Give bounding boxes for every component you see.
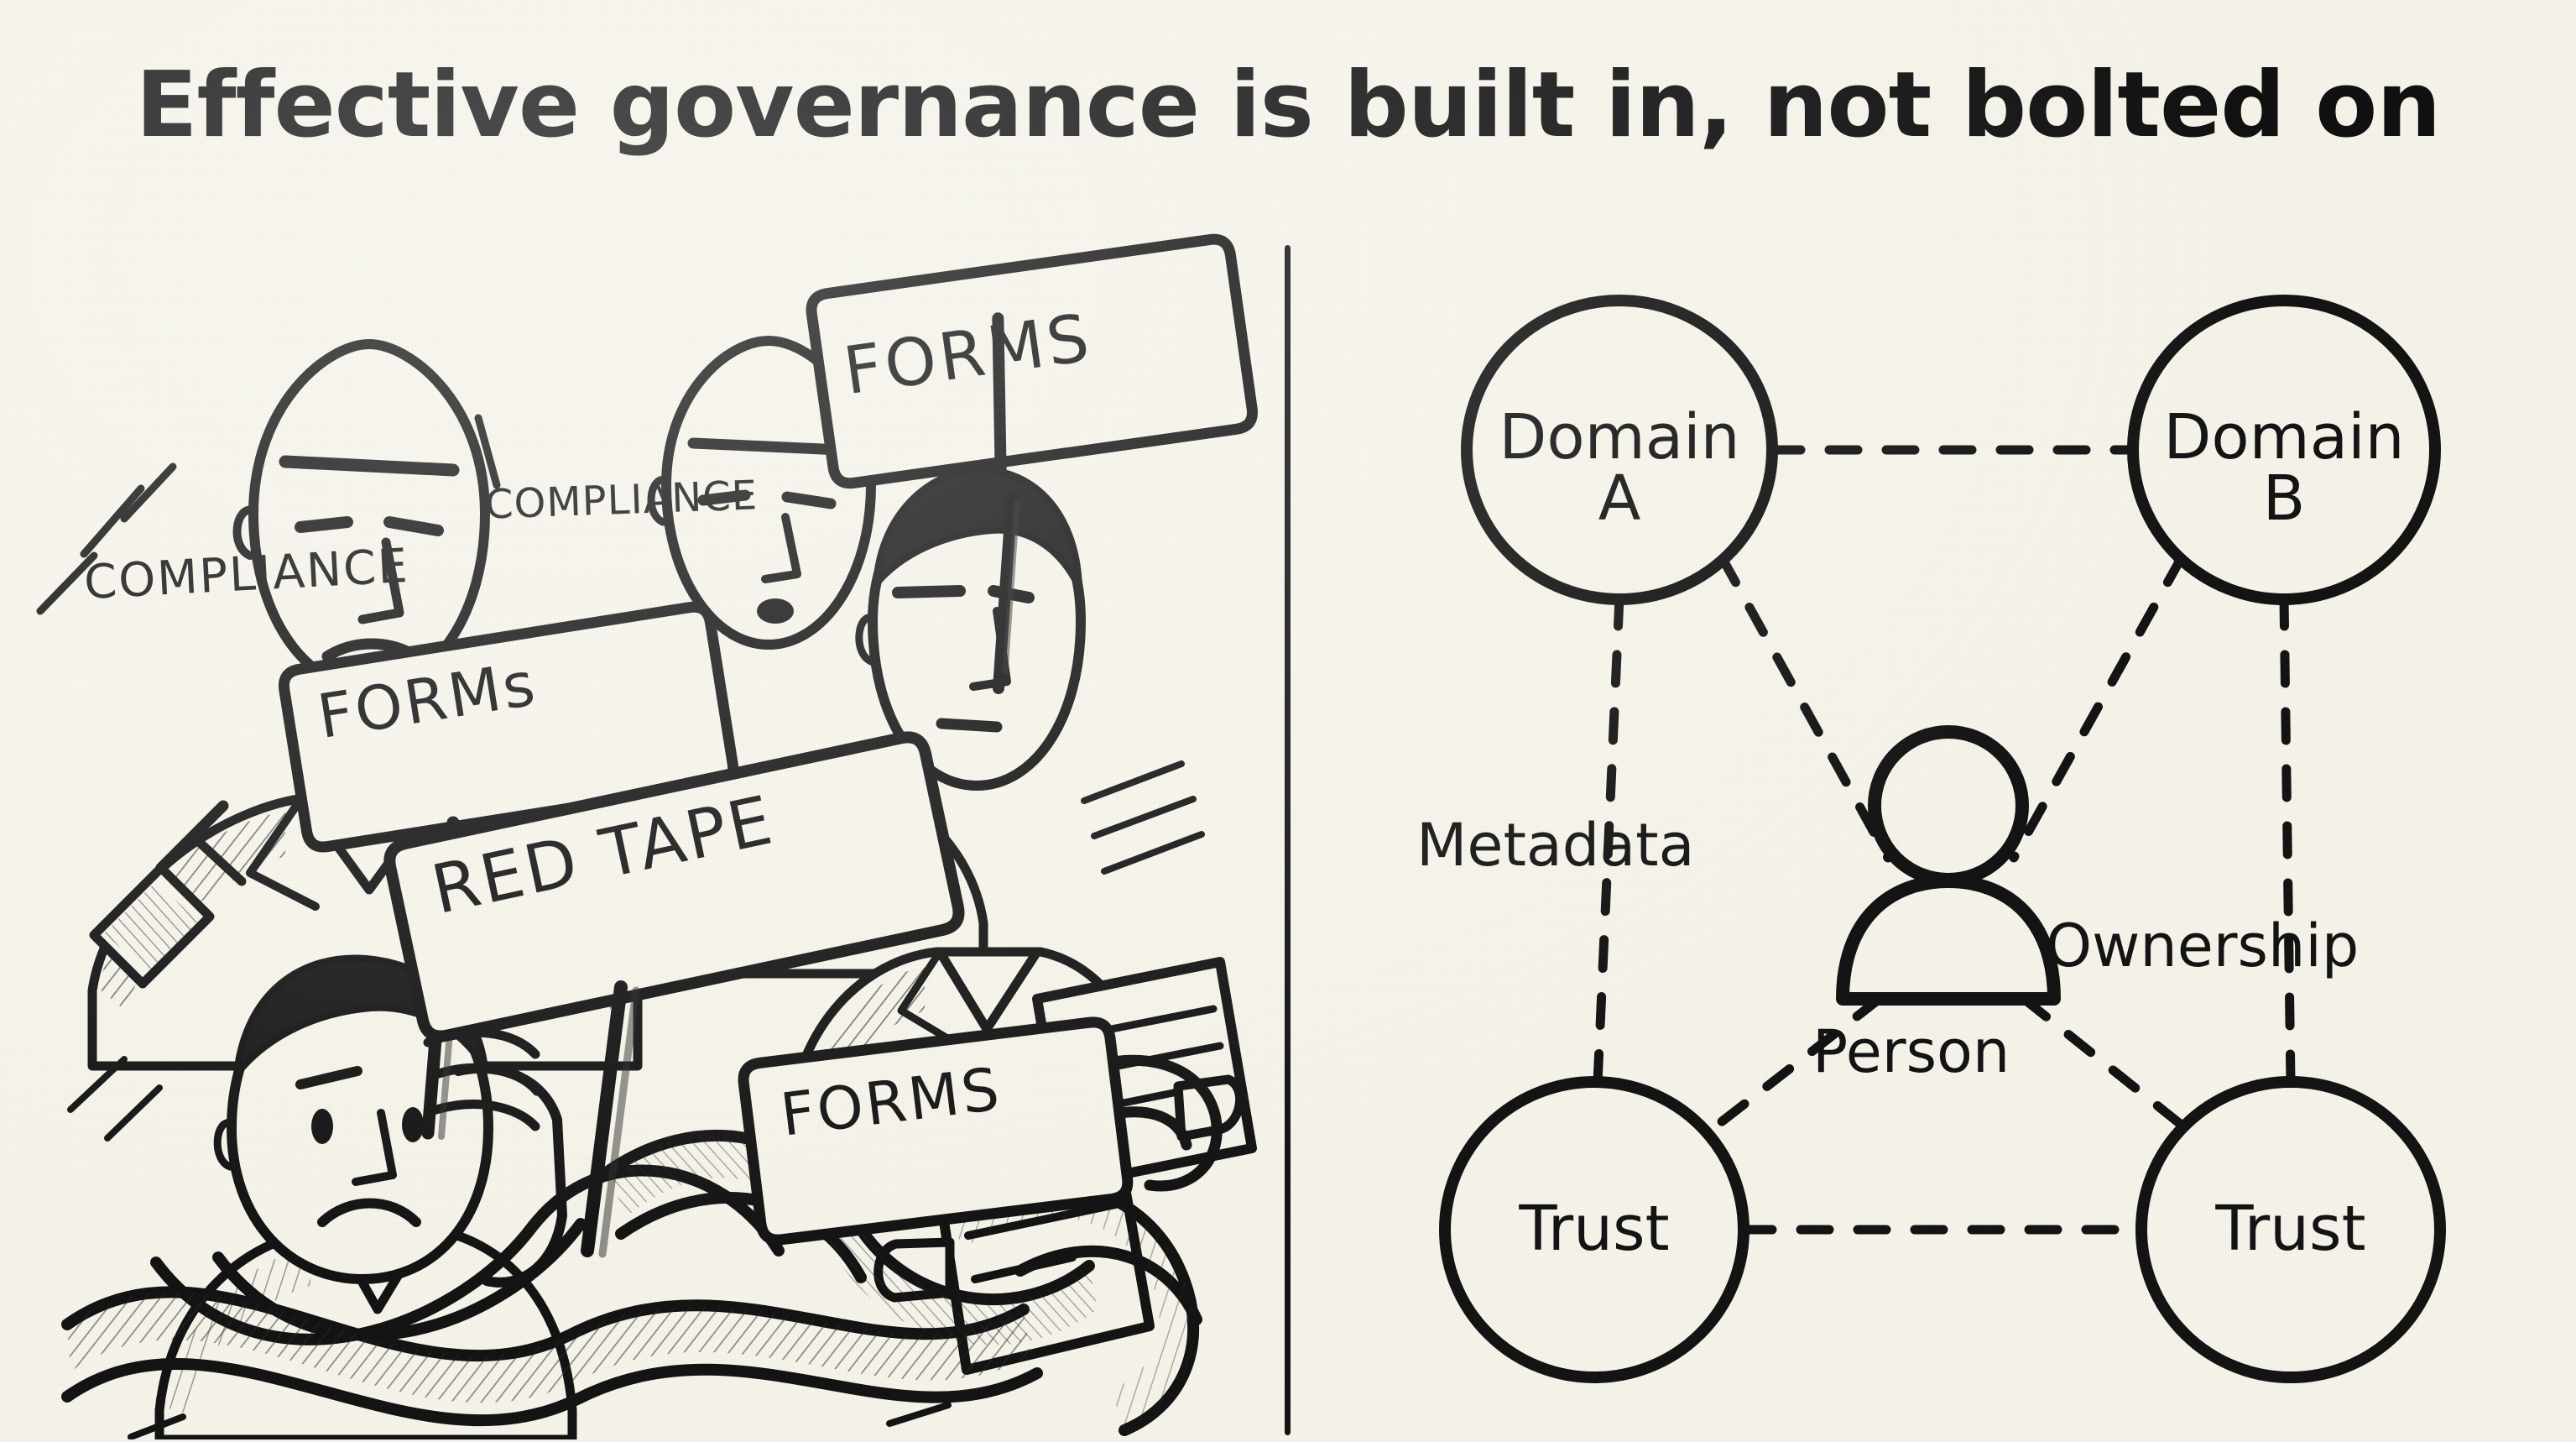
- sign-forms-bottom: [738, 1016, 1134, 1246]
- edge-person-trust-right: [2019, 994, 2197, 1138]
- stress-lines-left-lower: [67, 1056, 163, 1142]
- stress-lines-upper-left: [36, 462, 177, 615]
- sign-forms-top: [806, 233, 1258, 489]
- stress-lines-right: [1081, 760, 1205, 875]
- page-title: Effective governance is built in, not bo…: [135, 53, 2441, 158]
- forms-sign-post-top: [993, 489, 1020, 694]
- edge-domain-b-person: [2009, 552, 2187, 863]
- red-tape-scene-svg: [36, 233, 1258, 1439]
- panel-divider: [1285, 245, 1291, 1435]
- edge-domain-b-trust-right: [2279, 593, 2296, 1088]
- sign-red-tape: [383, 731, 965, 1042]
- sign-red-tape-post: [581, 980, 640, 1258]
- right-diagram-panel: Domain A Domain B Trust Trust Metadata O…: [1343, 218, 2551, 1439]
- edge-person-trust-left: [1693, 994, 1885, 1145]
- edge-domain-a-person: [1717, 552, 1893, 863]
- governance-graph-svg: [1439, 295, 2446, 1383]
- edge-domain-a-trust-left: [1593, 593, 1624, 1088]
- person-icon: [1836, 725, 2061, 1006]
- motion-ticks: [128, 1402, 952, 1439]
- node-domain-b: [2127, 295, 2441, 605]
- node-trust-left: [1439, 1076, 1749, 1383]
- node-domain-a: [1461, 295, 1778, 605]
- rubber-stamp-prop: [89, 800, 247, 989]
- node-trust-right: [2135, 1076, 2446, 1383]
- left-illustration-panel: FORMS FORMs RED TAPE FORMS COMPLIANCE CO…: [34, 218, 1267, 1439]
- sign-forms-top-post: [992, 312, 1007, 477]
